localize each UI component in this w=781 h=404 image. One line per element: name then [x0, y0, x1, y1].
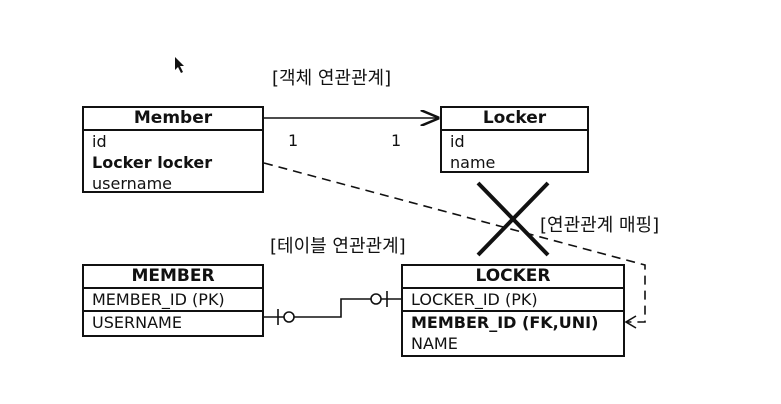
member-column-id: MEMBER_ID (PK): [84, 289, 262, 312]
member-table-title: MEMBER: [84, 266, 262, 289]
member-column-username: USERNAME: [92, 313, 182, 332]
multiplicity-left: 1: [288, 131, 299, 150]
member-object-title: Member: [84, 108, 262, 131]
locker-column-name: NAME: [411, 334, 458, 353]
locker-field-id: id: [450, 132, 465, 151]
member-field-username: username: [92, 174, 172, 193]
multiplicity-right: 1: [391, 131, 402, 150]
cross-mark: [476, 181, 550, 257]
member-table-box: MEMBER MEMBER_ID (PK) USERNAME: [82, 264, 264, 337]
table-section-label: [테이블 연관관계]: [270, 236, 406, 257]
member-field-id: id: [92, 132, 107, 151]
mapping-arrowhead: [624, 315, 637, 329]
mapping-dashed-line: [263, 162, 646, 323]
mapping-label: [연관관계 매핑]: [540, 215, 660, 236]
optional-circle-marker: [283, 311, 295, 323]
member-object-box: Member id Locker locker username: [82, 106, 264, 193]
optional-circle-marker: [370, 293, 382, 305]
locker-table-title: LOCKER: [403, 266, 623, 289]
locker-column-id: LOCKER_ID (PK): [403, 289, 623, 312]
object-section-label: [객체 연관관계]: [272, 68, 392, 89]
locker-table-box: LOCKER LOCKER_ID (PK) MEMBER_ID (FK,UNI)…: [401, 264, 625, 357]
locker-object-title: Locker: [442, 108, 587, 131]
locker-column-member-id: MEMBER_ID (FK,UNI): [411, 313, 599, 332]
mouse-cursor-icon: [175, 57, 184, 73]
locker-object-box: Locker id name: [440, 106, 589, 173]
locker-field-name: name: [450, 153, 496, 172]
member-field-locker: Locker locker: [92, 153, 213, 172]
